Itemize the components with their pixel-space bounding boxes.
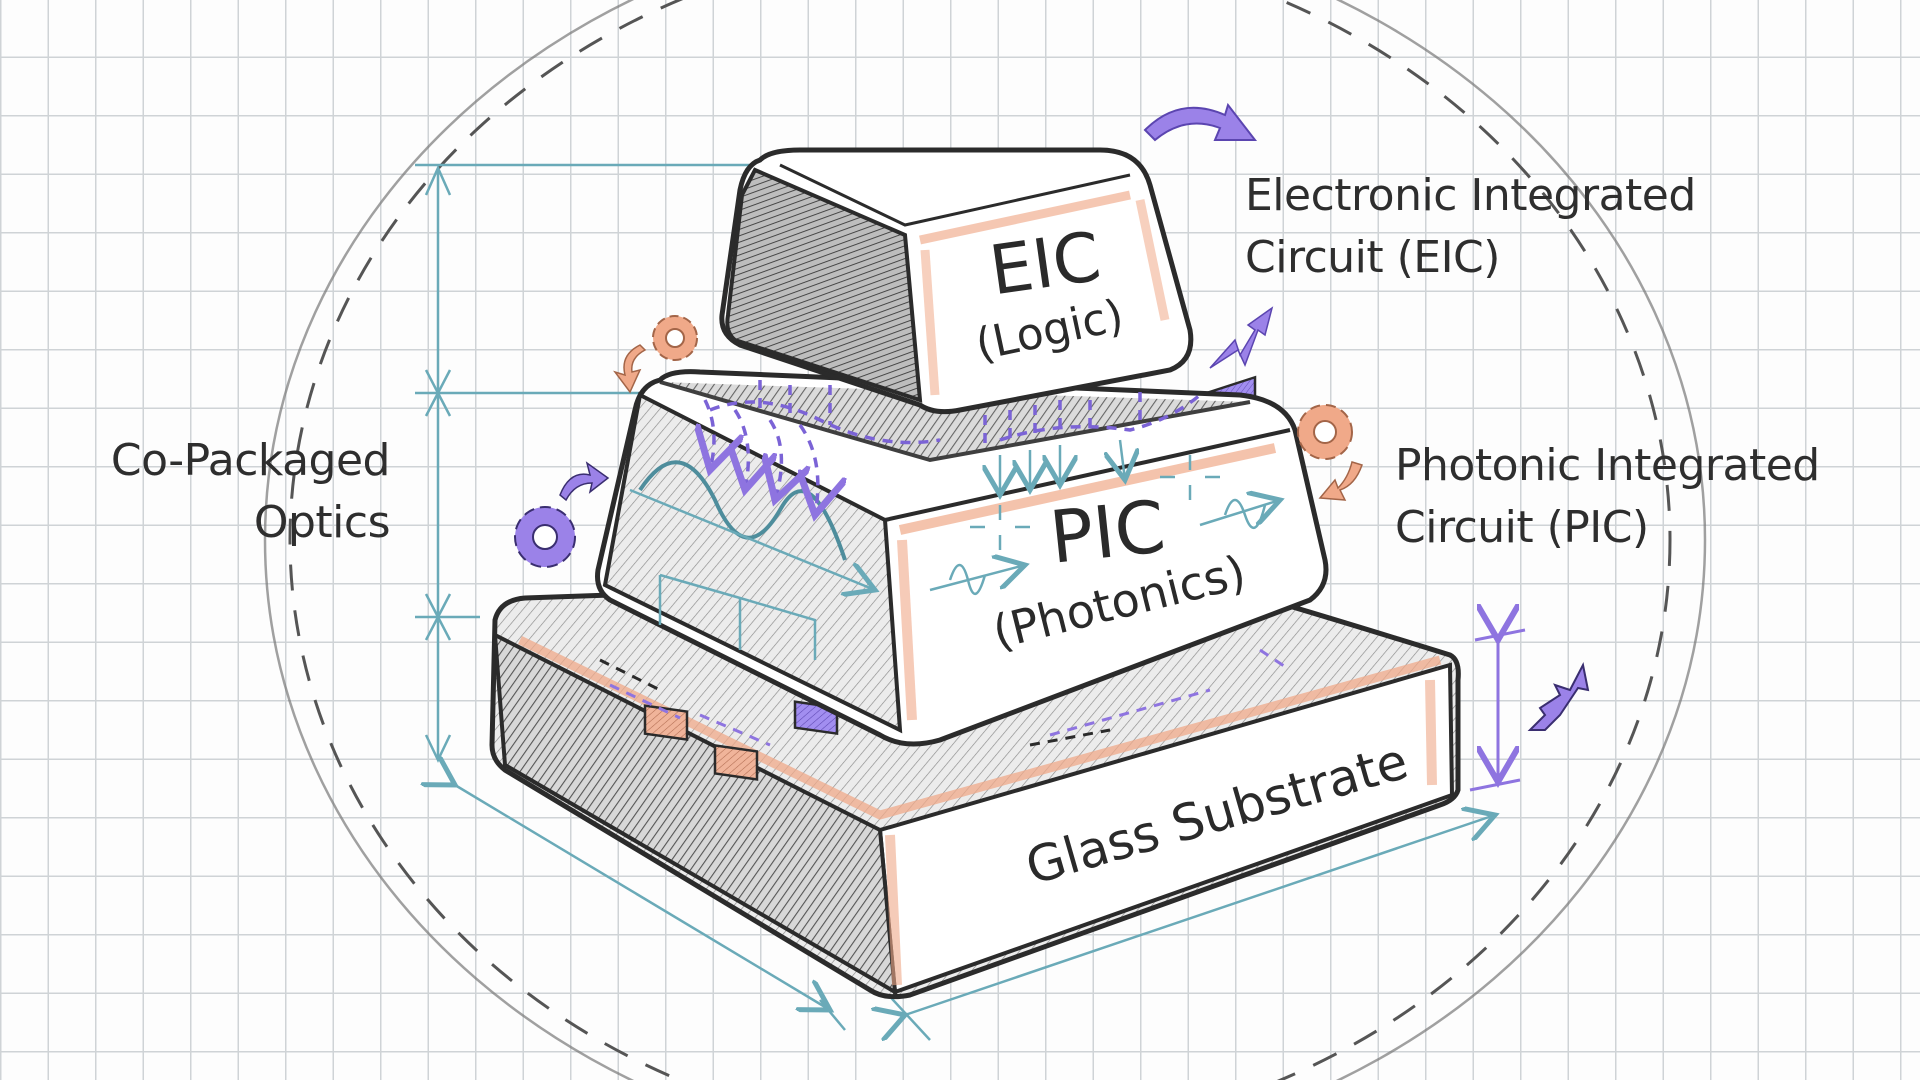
height-dimension — [1469, 630, 1526, 792]
gear-icon-orange — [652, 315, 698, 361]
callout-pic-line2: Circuit (PIC) — [1395, 502, 1649, 553]
dimension-lines — [415, 163, 1495, 1040]
curved-arrow-icon-orange-right — [1318, 461, 1363, 501]
signal-paths — [705, 380, 1202, 515]
callout-package-line2: Optics — [253, 497, 391, 548]
callout-co-packaged-optics: Co-Packaged Optics — [110, 430, 391, 554]
curved-arrow-icon-purple-left — [559, 461, 610, 502]
bump-dashes — [599, 648, 1291, 747]
enclosure-circle — [263, 0, 1707, 1080]
signal-arrow-icon — [1527, 662, 1590, 731]
lightning-arrow-icon — [1209, 306, 1274, 369]
callout-pic: Photonic Integrated Circuit (PIC) — [1395, 435, 1820, 559]
blue-down-arrows — [1000, 439, 1125, 495]
callout-package-line1: Co-Packaged — [110, 435, 391, 486]
curved-arrow-icon-top — [1143, 102, 1258, 142]
eic-block — [719, 147, 1194, 415]
callout-eic: Electronic Integrated Circuit (EIC) — [1245, 165, 1696, 289]
glass-substrate-block — [489, 572, 1461, 1000]
gear-icon-orange-right — [1297, 404, 1353, 460]
callout-pic-line1: Photonic Integrated — [1395, 440, 1820, 491]
curved-arrow-icon-orange — [613, 344, 647, 394]
gear-icon-purple — [514, 506, 576, 568]
sparkle-icon — [970, 455, 1220, 550]
callout-eic-line1: Electronic Integrated — [1245, 170, 1696, 221]
callout-eic-line2: Circuit (EIC) — [1245, 232, 1500, 283]
